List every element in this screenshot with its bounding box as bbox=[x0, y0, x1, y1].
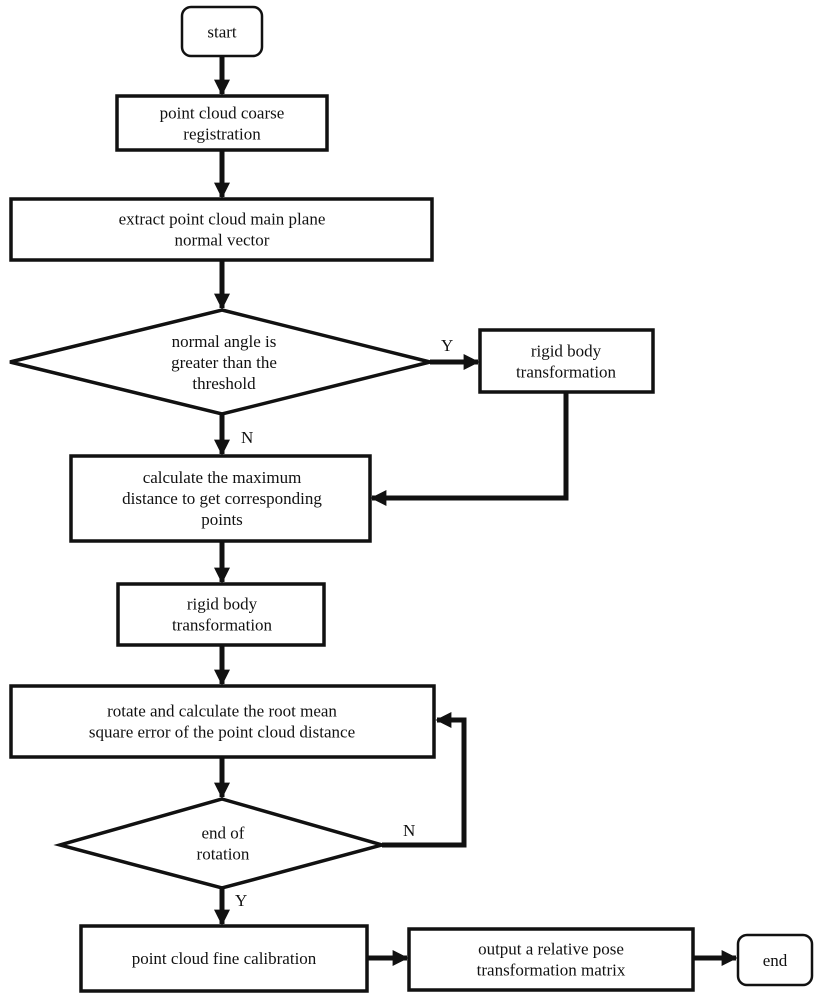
label-line: transformation bbox=[172, 616, 273, 635]
label-line: point cloud coarse bbox=[160, 104, 285, 123]
edge-rigid-side-to-maxdist bbox=[370, 392, 569, 507]
label-line: end of bbox=[202, 824, 245, 843]
node-output-matrix: output a relative pose transformation mat… bbox=[407, 927, 695, 992]
label-line: rigid body bbox=[531, 342, 602, 361]
node-extract-normal-text: extract point cloud main plane normal vec… bbox=[119, 210, 326, 250]
edge-label-angle-yes: Y bbox=[441, 336, 453, 355]
label-line: greater than the bbox=[171, 353, 277, 372]
label-line: extract point cloud main plane bbox=[119, 210, 326, 229]
node-rotate-rmse-text: rotate and calculate the root mean square… bbox=[89, 702, 355, 742]
edge-label-rotation-yes: Y bbox=[235, 891, 247, 910]
node-fine-calibration-text: point cloud fine calibration bbox=[132, 949, 317, 968]
node-start-text: start bbox=[207, 23, 237, 42]
connectors bbox=[213, 56, 738, 967]
label-line: transformation matrix bbox=[477, 961, 626, 980]
label-line: end bbox=[763, 951, 788, 970]
node-start: start bbox=[180, 5, 264, 58]
label-line: rotate and calculate the root mean bbox=[107, 702, 337, 721]
node-rigid-body-side-text: rigid body transformation bbox=[516, 342, 617, 382]
node-coarse-registration: point cloud coarse registration bbox=[115, 94, 329, 152]
decision-end-of-rotation: end of rotation bbox=[53, 797, 389, 890]
label-line: square error of the point cloud distance bbox=[89, 723, 355, 742]
label-line: calculate the maximum bbox=[143, 468, 302, 487]
edge-label-rotation-no: N bbox=[403, 821, 415, 840]
label-line: output a relative pose bbox=[478, 940, 624, 959]
label-line: point cloud fine calibration bbox=[132, 949, 317, 968]
decision-normal-angle: normal angle is greater than the threshold bbox=[9, 308, 431, 416]
label-line: transformation bbox=[516, 363, 617, 382]
label-line: start bbox=[207, 23, 237, 42]
node-end: end bbox=[736, 933, 814, 987]
node-max-distance: calculate the maximum distance to get cor… bbox=[69, 454, 372, 543]
label-line: distance to get corresponding bbox=[122, 489, 322, 508]
node-extract-normal: extract point cloud main plane normal vec… bbox=[9, 197, 434, 262]
node-end-text: end bbox=[763, 951, 788, 970]
node-max-distance-text: calculate the maximum distance to get cor… bbox=[122, 468, 322, 529]
label-line: threshold bbox=[192, 374, 256, 393]
decision-normal-angle-text: normal angle is greater than the threshold bbox=[171, 332, 277, 393]
decision-end-of-rotation-text: end of rotation bbox=[197, 824, 250, 864]
edge-label-angle-no: N bbox=[241, 428, 253, 447]
node-rotate-rmse: rotate and calculate the root mean square… bbox=[9, 684, 436, 759]
label-line: rigid body bbox=[187, 595, 258, 614]
node-fine-calibration: point cloud fine calibration bbox=[79, 924, 369, 993]
node-rigid-body-main: rigid body transformation bbox=[116, 582, 326, 647]
node-rigid-body-side: rigid body transformation bbox=[478, 328, 655, 394]
node-output-matrix-text: output a relative pose transformation mat… bbox=[477, 940, 626, 980]
node-coarse-registration-text: point cloud coarse registration bbox=[160, 104, 285, 144]
label-line: registration bbox=[183, 125, 261, 144]
label-line: points bbox=[201, 510, 243, 529]
edge-rotation-no-loop bbox=[382, 711, 467, 848]
label-line: rotation bbox=[197, 845, 250, 864]
label-line: normal vector bbox=[175, 231, 270, 250]
node-rigid-body-main-text: rigid body transformation bbox=[172, 595, 273, 635]
label-line: normal angle is bbox=[172, 332, 277, 351]
